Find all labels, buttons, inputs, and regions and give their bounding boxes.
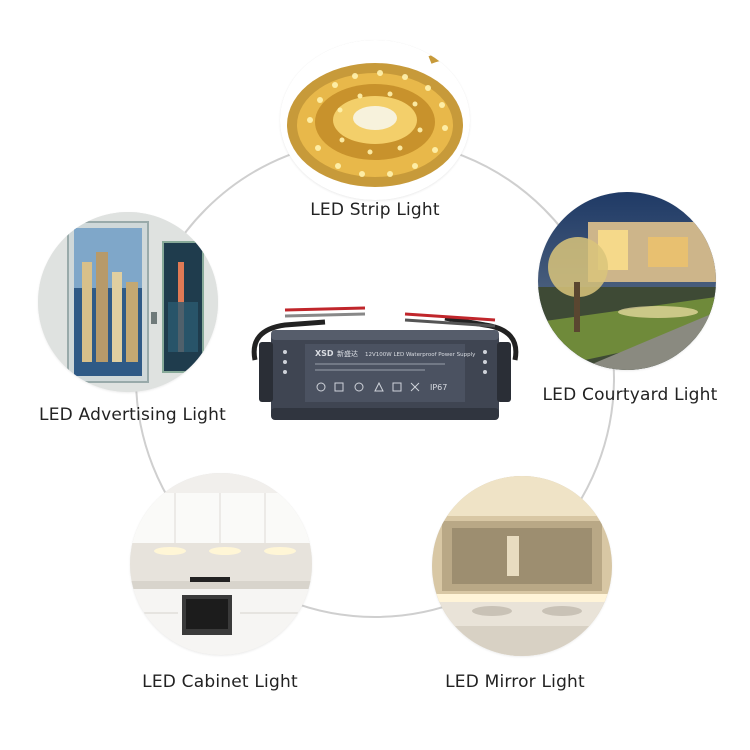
strip-light-label: LED Strip Light [310,200,440,220]
mirror-light-label: LED Mirror Light [445,672,585,692]
psu-brand-cn: 新盛达 [337,349,358,358]
psu-brand: XSD [315,349,334,358]
courtyard-light-label: LED Courtyard Light [542,385,718,405]
psu-ip-rating: IP67 [430,383,447,392]
advertising-light-label: LED Advertising Light [39,405,226,425]
courtyard-light-photo [538,192,716,370]
power-supply-image: XSD 新盛达 12V100W LED Waterproof Power Sup… [251,306,519,420]
courtyard-light-image [538,192,716,370]
cabinet-light-image [130,473,312,655]
psu-title: 12V100W LED Waterproof Power Supply [365,352,476,358]
cabinet-light-photo [130,473,312,655]
mirror-light-image [432,476,612,656]
advertising-light-photo [38,212,218,392]
strip-light-photo [280,40,470,200]
cabinet-light-label: LED Cabinet Light [142,672,298,692]
advertising-light-image [38,212,218,392]
strip-light-image [280,40,470,200]
mirror-light-photo [432,476,612,656]
power-supply-product: XSD 新盛达 12V100W LED Waterproof Power Sup… [245,290,525,430]
